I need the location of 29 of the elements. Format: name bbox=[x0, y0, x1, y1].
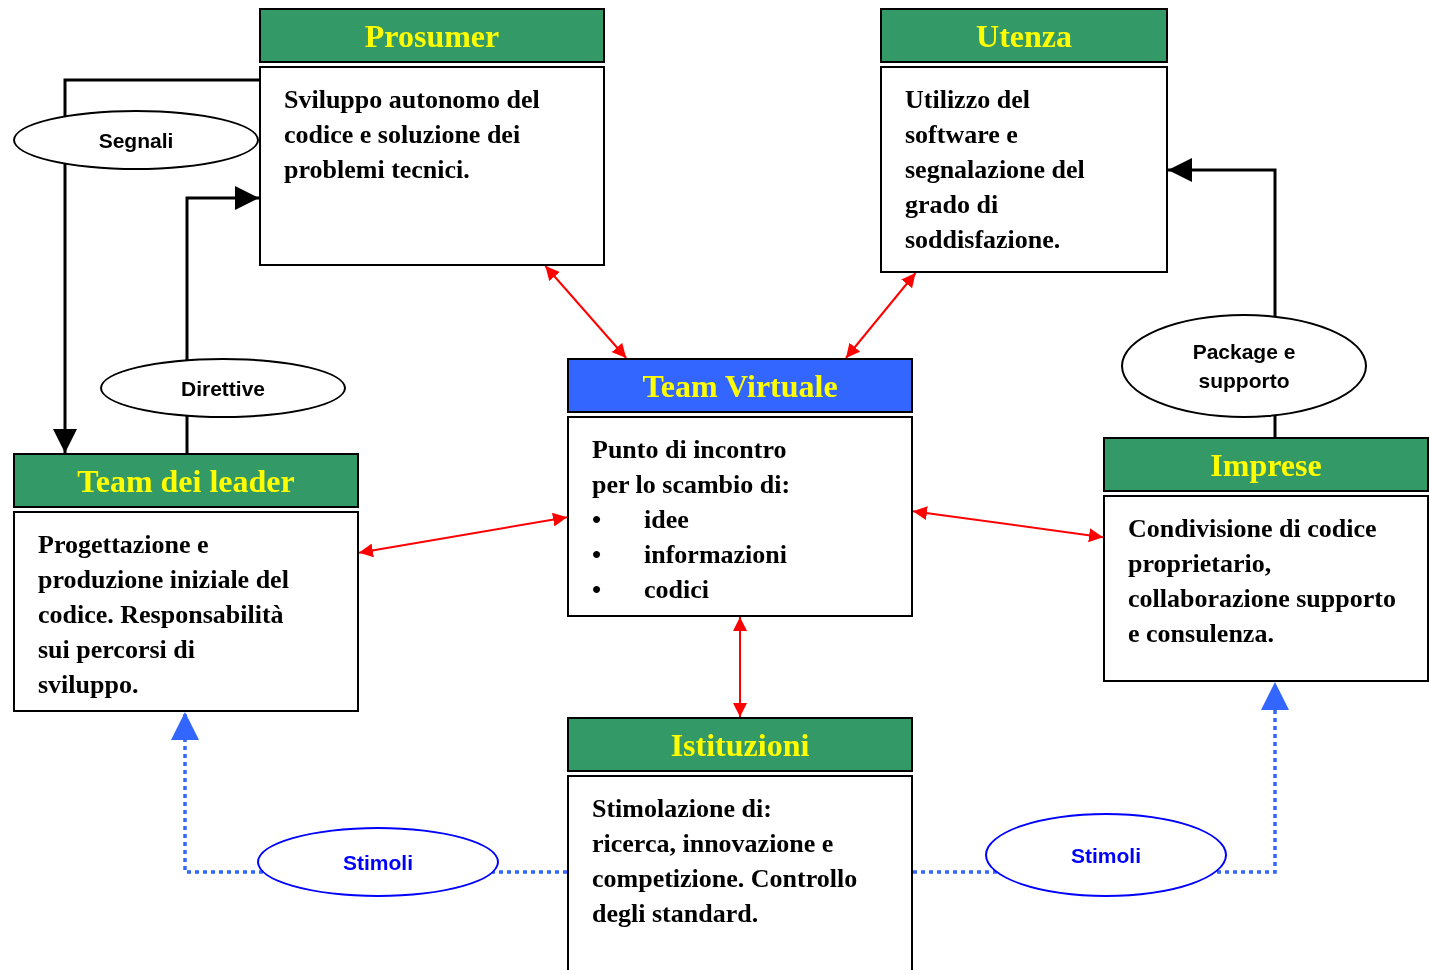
edge-label: Stimoli bbox=[985, 813, 1227, 897]
arrow bbox=[358, 512, 568, 558]
description-text: Punto di incontro per lo scambio di: bbox=[592, 434, 792, 501]
description-text: Condivisione di codice proprietario, collaborazione supporto e consulenza. bbox=[1128, 513, 1397, 650]
bullet-marker: • bbox=[592, 504, 603, 536]
header-bar: Team dei leader bbox=[13, 453, 359, 508]
bullet-item: codici bbox=[644, 574, 710, 606]
arrow bbox=[845, 272, 917, 359]
header-bar: Utenza bbox=[880, 8, 1168, 63]
header-bar: Imprese bbox=[1103, 437, 1429, 492]
description-text: Progettazione e produzione iniziale del codice. Responsabilità sui percorsi di sviluppo. bbox=[38, 529, 290, 701]
edge-label: Segnali bbox=[13, 110, 259, 170]
arrow bbox=[544, 265, 628, 359]
arrow bbox=[733, 616, 747, 718]
description-text: Utilizzo del software e segnalazione del grado di soddisfazione. bbox=[905, 84, 1086, 256]
description-text: Stimolazione di: ricerca, innovazione e competizione. Controllo degli standard. bbox=[592, 793, 859, 930]
header-bar: Istituzioni bbox=[567, 717, 913, 772]
arrow bbox=[53, 78, 259, 453]
bullet-marker: • bbox=[592, 539, 603, 571]
edge-label: Direttive bbox=[100, 358, 346, 418]
edge-label: Stimoli bbox=[257, 827, 499, 897]
header-bar: Prosumer bbox=[259, 8, 605, 63]
edge-label: Package e supporto bbox=[1121, 314, 1367, 418]
bullet-item: informazioni bbox=[644, 539, 788, 571]
bullet-item: idee bbox=[644, 504, 690, 536]
description-text: Sviluppo autonomo del codice e soluzione dei problemi tecnici. bbox=[284, 84, 541, 186]
header-bar: Team Virtuale bbox=[567, 358, 913, 413]
arrow bbox=[912, 506, 1104, 543]
bullet-marker: • bbox=[592, 574, 603, 606]
